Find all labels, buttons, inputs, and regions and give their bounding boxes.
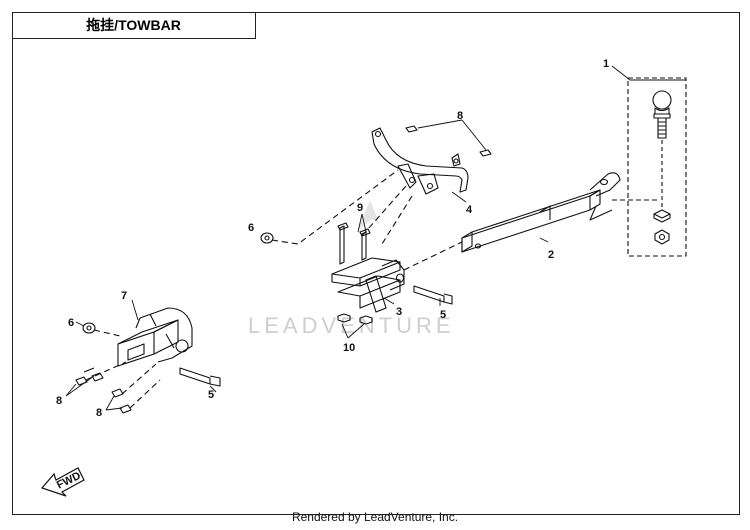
part-bumper-bracket — [117, 307, 221, 387]
footer-credit: Rendered by LeadVenture, Inc. — [291, 510, 459, 524]
callout-7: 7 — [121, 290, 127, 302]
callout-6-lower: 6 — [68, 317, 74, 329]
callout-4: 4 — [466, 204, 473, 216]
callout-8-upper: 8 — [457, 110, 463, 122]
callout-10: 10 — [343, 342, 355, 354]
watermark-text: LEADVENTURE — [248, 313, 455, 338]
callout-labels: 1 2 3 4 5 5 6 6 7 8 8 8 9 10 — [56, 58, 609, 419]
alignment-lines — [85, 169, 463, 409]
callout-1: 1 — [603, 58, 609, 70]
callout-3: 3 — [396, 306, 402, 318]
callout-8-left: 8 — [56, 395, 62, 407]
part-upper-bracket — [371, 127, 469, 195]
callout-8-lower: 8 — [96, 407, 102, 419]
part-tow-bar-tube — [461, 172, 660, 253]
callout-2: 2 — [548, 249, 554, 261]
watermark-logo: LEADVENTURE — [248, 200, 455, 338]
callout-9: 9 — [357, 202, 363, 214]
leader-lines — [65, 65, 686, 411]
part-hitch-ball-kit — [627, 77, 687, 257]
callout-6-upper: 6 — [248, 222, 254, 234]
callout-5-upper: 5 — [440, 309, 446, 321]
part-receiver-bracket — [331, 257, 453, 313]
fastener-set — [75, 125, 492, 414]
diagram-title: 拖挂/TOWBAR — [12, 12, 256, 39]
fwd-direction-arrow: FWD — [40, 467, 85, 497]
diagram-frame — [12, 12, 740, 515]
callout-5-lower: 5 — [208, 389, 214, 401]
